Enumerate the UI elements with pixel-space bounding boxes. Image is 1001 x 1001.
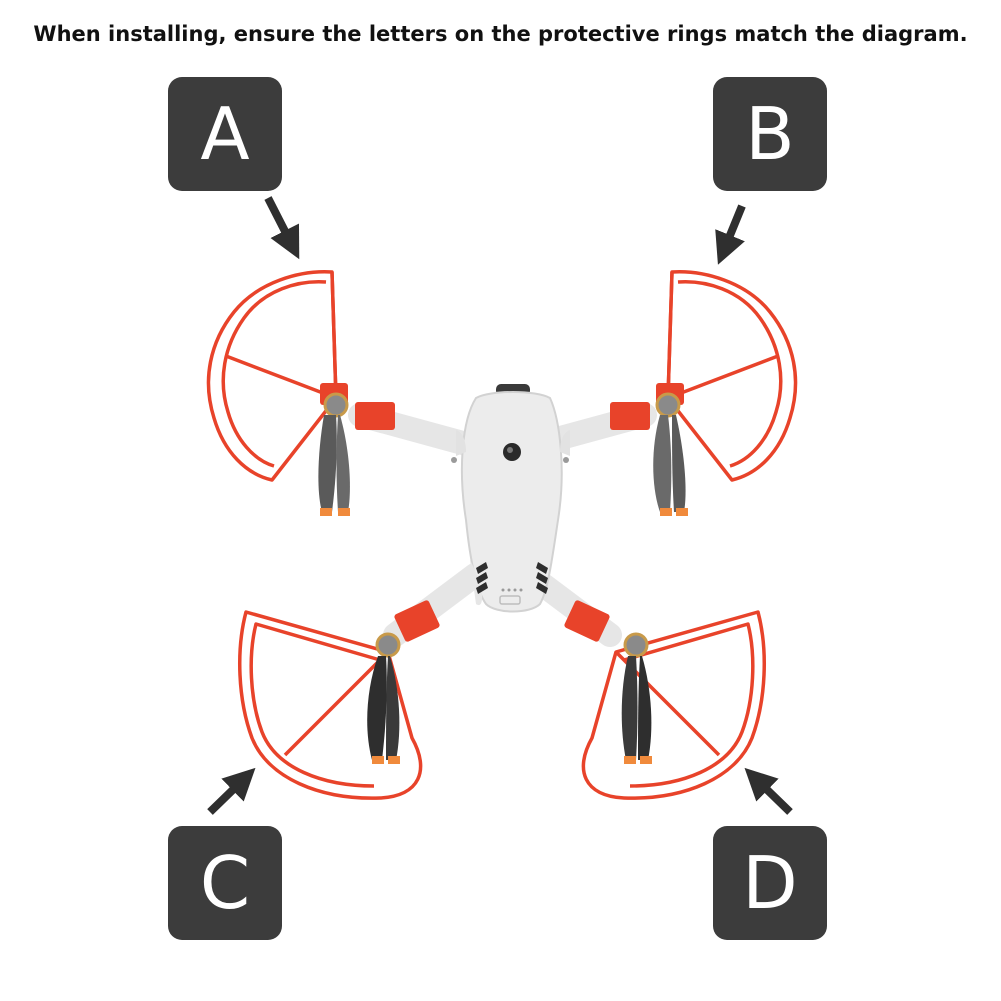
arrow-c-icon [210,779,244,812]
guard-a [208,272,395,480]
arrow-b-icon [724,206,742,250]
arrow-d-icon [756,779,790,812]
guard-b [610,272,796,480]
guard-c [240,599,441,798]
arrow-a-icon [268,198,292,245]
guard-d [563,599,764,798]
